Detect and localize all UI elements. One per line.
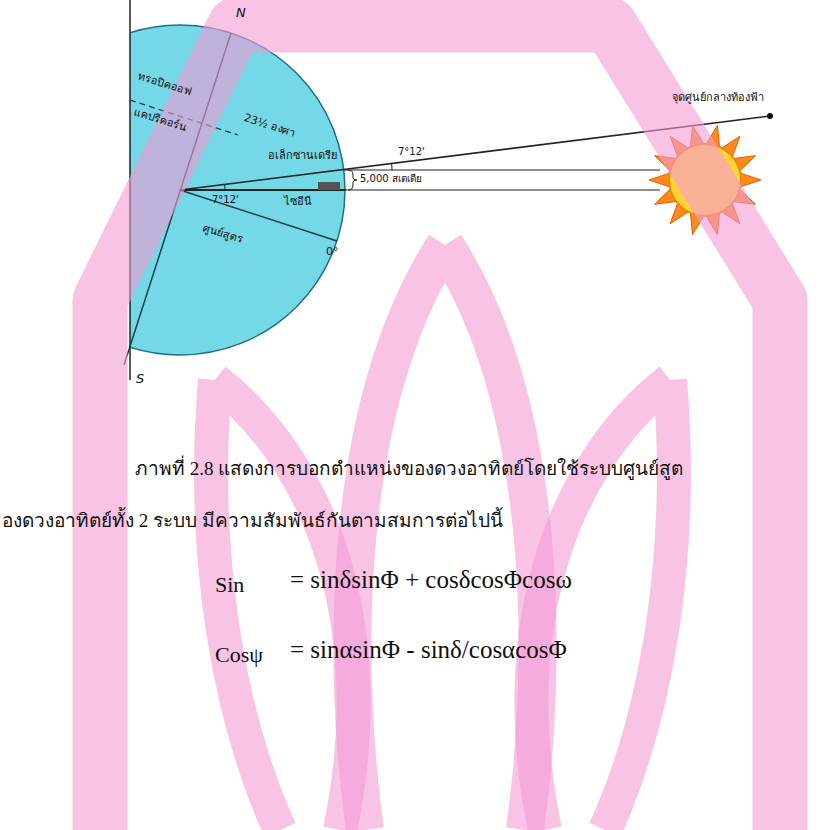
degree-label: 0° <box>326 246 339 259</box>
pole-label: N <box>236 6 246 21</box>
figure-caption: ภาพที่ 2.8 แสดงการบอกตำแหน่งของดวงอาทิตย… <box>135 458 683 480</box>
sun-ray <box>344 169 660 170</box>
angle-label: 7°12' <box>212 194 239 206</box>
body-text: องดวงอาทิตย์ทั้ง 2 ระบบ มีความสัมพันธ์กั… <box>2 510 503 532</box>
angle-arc <box>391 164 392 170</box>
celestial-label: จุดศูนย์กลางท้องฟ้า <box>672 92 764 105</box>
equation-term: Sin <box>215 572 244 597</box>
angle-label: 7°12' <box>398 146 425 158</box>
pole-label: S <box>136 372 144 387</box>
city-label: ไซอีนี <box>284 196 312 209</box>
sun-ray <box>345 189 660 190</box>
distance-label: 5,000 สเตเดีย <box>360 173 422 185</box>
distance-bracket <box>348 170 357 190</box>
equation-term: = sinδsinΦ + cosδcosΦcosω <box>290 566 572 595</box>
watermark-leaf <box>531 380 673 830</box>
watermark-leaf <box>211 380 353 830</box>
equation-term: = sinαsinΦ - sinδ/cosαcosΦ <box>290 636 567 665</box>
watermark-leaf <box>352 245 537 830</box>
city-label: อเล็กซานเดรีย <box>268 150 337 163</box>
angle-arc <box>224 184 225 190</box>
watermark-frame <box>100 25 780 830</box>
celestial-point <box>767 113 773 119</box>
equation-term: Cosψ <box>215 642 263 667</box>
syene-well <box>318 182 340 190</box>
